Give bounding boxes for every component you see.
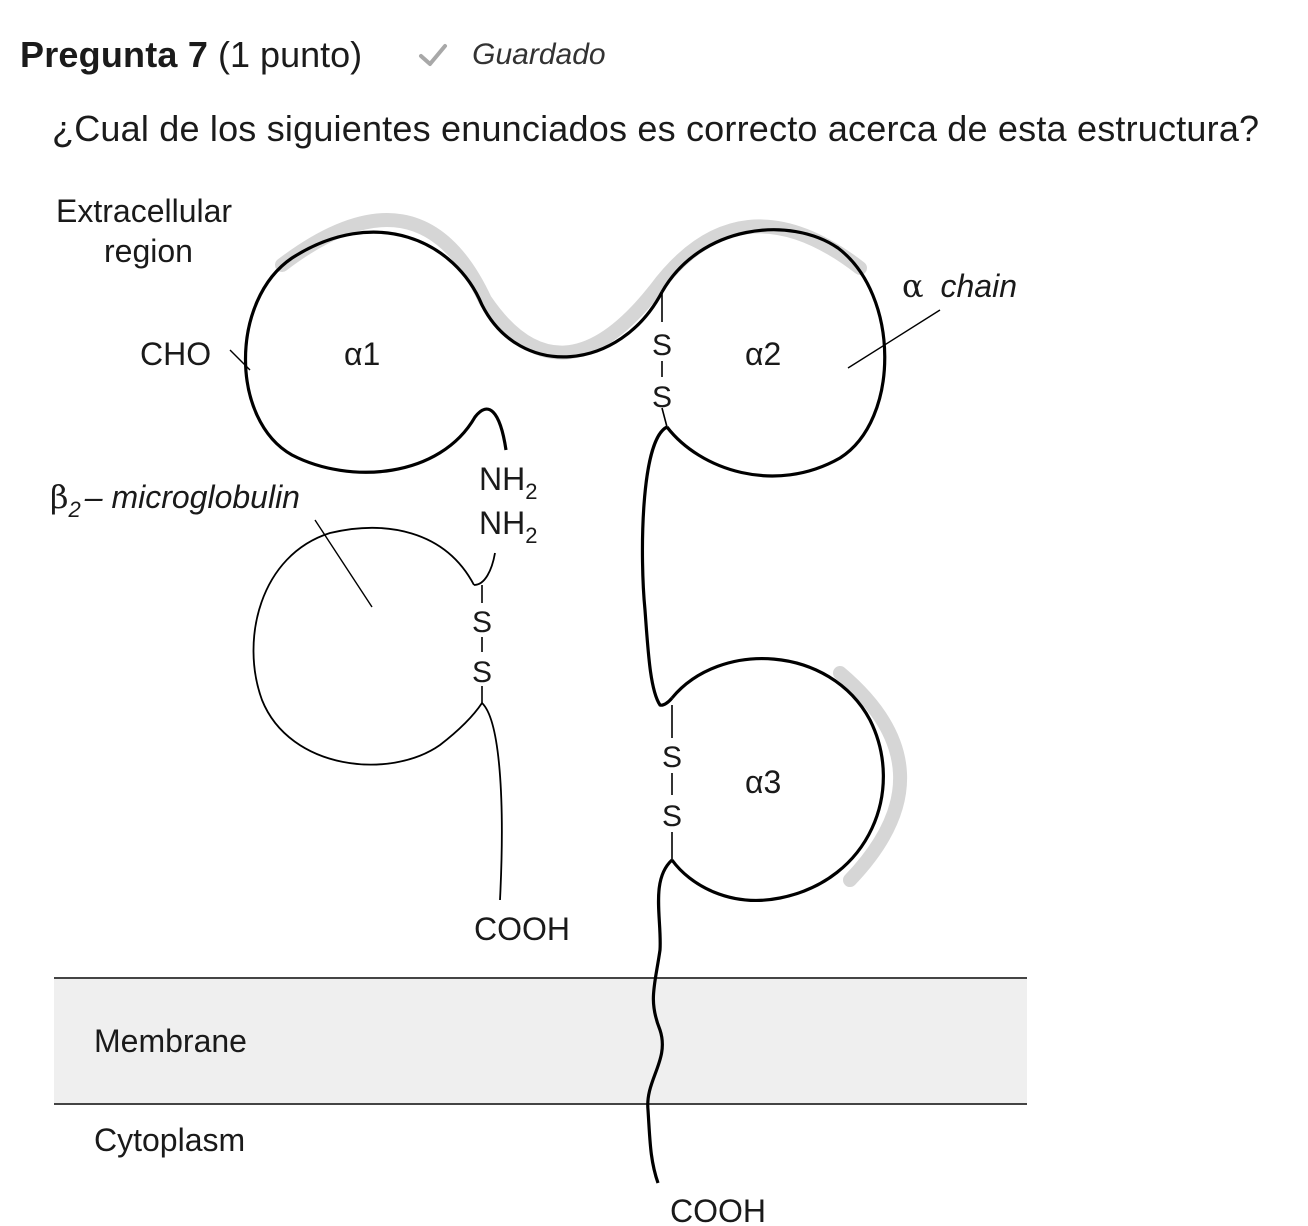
beta2-word: – microglobulin <box>84 479 300 515</box>
transmembrane-tail <box>646 858 674 1184</box>
alpha1-label: α1 <box>344 336 380 372</box>
beta2-ss-top: S <box>472 606 492 639</box>
nh2-beta-main: NH <box>479 505 525 541</box>
beta2-cterm-tail <box>481 702 503 901</box>
alpha-domain-shading <box>275 213 867 360</box>
alpha-cooh-label: COOH <box>670 1193 766 1226</box>
alpha2-ss-line-bottom <box>661 407 668 428</box>
alpha1-domain <box>244 230 664 474</box>
beta2-nterm-link <box>473 552 496 586</box>
alpha2-ss-bottom: S <box>652 381 672 414</box>
nh2-alpha-main: NH <box>479 461 525 497</box>
alpha2-alpha3-linker <box>640 425 674 707</box>
alpha3-ss-bottom: S <box>662 800 682 833</box>
check-icon <box>419 44 448 66</box>
alpha2-label: α2 <box>745 336 781 372</box>
question-title: Pregunta 7 <box>20 34 209 75</box>
membrane-band <box>54 978 1027 1104</box>
nh2-label-alpha: NH2 <box>479 461 537 504</box>
extracellular-label-line2: region <box>104 233 193 269</box>
nh2-alpha-sub: 2 <box>525 479 537 504</box>
saved-status-label: Guardado <box>472 38 606 71</box>
mhc-class-i-diagram: Extracellular region CHO α chain α1 α2 α… <box>50 193 1027 1226</box>
extracellular-label-line1: Extracellular <box>56 193 232 229</box>
saved-status: Guardado <box>416 38 606 72</box>
alpha-chain-word: chain <box>941 268 1018 304</box>
question-header: Pregunta 7 (1 punto) Guardado <box>20 30 606 80</box>
alpha3-ss-top: S <box>662 741 682 774</box>
alpha3-label: α3 <box>745 764 781 800</box>
cho-leader-line <box>229 349 251 371</box>
nh2-beta-sub: 2 <box>525 523 537 548</box>
beta2-cooh-label: COOH <box>474 911 570 947</box>
cytoplasm-label: Cytoplasm <box>94 1122 245 1158</box>
alpha3-domain <box>670 657 885 902</box>
cho-label: CHO <box>140 336 211 372</box>
membrane-label: Membrane <box>94 1023 247 1059</box>
beta2-microglobulin-label: β2– microglobulin <box>50 478 300 522</box>
alpha-chain-label: α chain <box>902 267 1017 305</box>
alpha2-domain <box>660 228 887 478</box>
beta2-subscript: 2 <box>68 497 81 522</box>
beta2-symbol: β <box>50 478 69 516</box>
nh2-label-beta: NH2 <box>479 505 537 548</box>
question-points: (1 punto) <box>218 34 363 75</box>
alpha3-shading <box>833 666 908 887</box>
beta2-microglobulin-domain <box>252 527 483 766</box>
alpha2-ss-top: S <box>652 329 672 362</box>
alpha-chain-symbol: α <box>902 267 924 305</box>
question-text: ¿Cual de los siguientes enunciados es co… <box>52 108 1260 149</box>
beta2-ss-bottom: S <box>472 656 492 689</box>
alpha-chain-leader-line <box>847 309 941 369</box>
beta2-leader-line <box>314 519 373 608</box>
